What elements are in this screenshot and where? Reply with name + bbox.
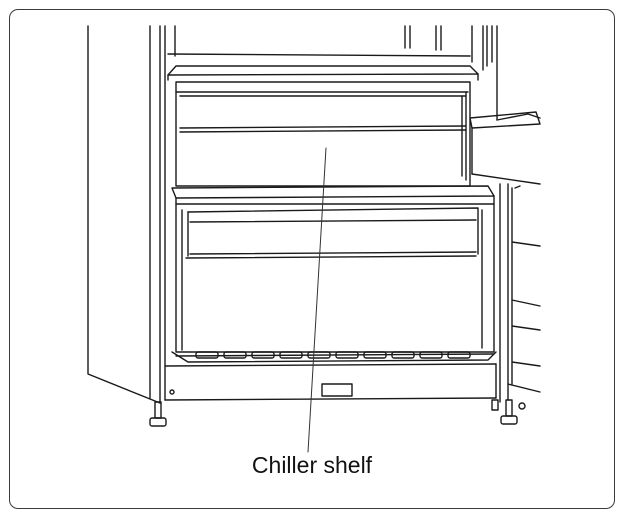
open-door	[469, 111, 541, 403]
glass-shelf	[171, 185, 495, 205]
cabinet-left-wall	[87, 25, 166, 404]
cabinet-right-wall	[404, 25, 498, 121]
chiller-shelf	[175, 81, 471, 187]
top-shelf-edge	[167, 25, 479, 81]
crisper-drawer	[175, 203, 495, 353]
cabinet-base	[164, 363, 497, 401]
bottom-tray	[171, 351, 497, 363]
chiller-shelf-label: Chiller shelf	[251, 452, 373, 478]
callout-leader-line	[307, 147, 327, 453]
levelling-feet	[149, 399, 526, 427]
